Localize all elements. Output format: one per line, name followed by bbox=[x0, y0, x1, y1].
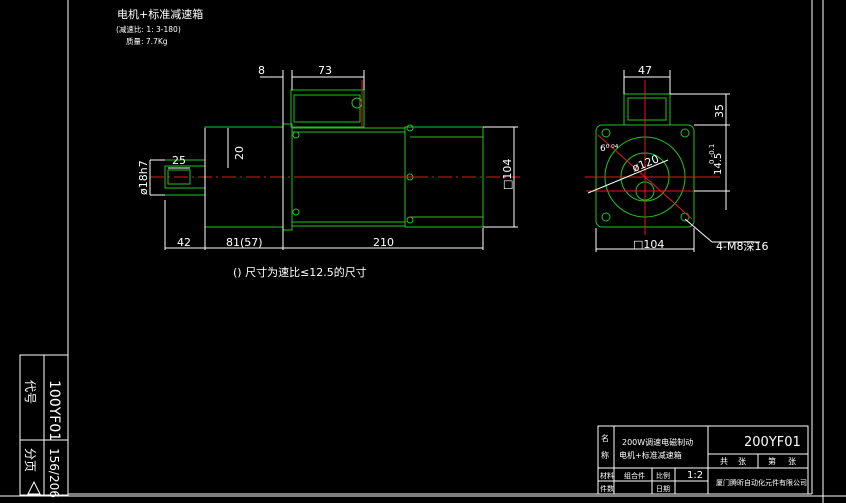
dim-bolt: 4-M8深16 bbox=[716, 240, 768, 253]
left-vertical-strip: 100YF01 代号 156/206 分页 bbox=[19, 354, 69, 498]
title-product-line-2: 电机+标准减速箱 bbox=[619, 450, 682, 460]
title-date-label: 日期 bbox=[656, 485, 670, 493]
dim-square-right: □104 bbox=[501, 159, 514, 190]
ratio-text: (减速比: 1: 3-180) bbox=[116, 24, 181, 34]
dim-right-height: 35 bbox=[713, 104, 726, 118]
dim-top-flange: 8 bbox=[258, 64, 265, 77]
title-page-label: 第 bbox=[768, 456, 776, 466]
title-name-label-1: 名 bbox=[601, 433, 609, 443]
left-strip-model: 100YF01 bbox=[46, 380, 62, 441]
title-company: 厦门腾昕自动化元件有限公司 bbox=[716, 478, 807, 487]
dimension-note: () 尺寸为速比≤12.5的尺寸 bbox=[233, 265, 367, 279]
title-scale-value: 1:2 bbox=[687, 470, 703, 481]
title-name-label-2: 称 bbox=[601, 450, 609, 460]
drawing-title: 电机+标准减速箱 bbox=[117, 7, 203, 21]
weight-text: 质量: 7.7Kg bbox=[126, 36, 168, 46]
title-material-label: 材料 bbox=[600, 471, 614, 480]
side-view bbox=[149, 70, 520, 250]
title-page-word: 张 bbox=[788, 457, 796, 466]
title-drawing-label: 件数 bbox=[600, 484, 614, 493]
left-strip-code-label: 代号 bbox=[23, 380, 37, 404]
title-sheet-word: 张 bbox=[738, 457, 746, 466]
dim-key-width: 25 bbox=[172, 154, 186, 167]
dim-offset: 14.5 bbox=[713, 153, 724, 175]
title-scale-label: 比例 bbox=[656, 471, 670, 480]
dim-square-bottom: □104 bbox=[633, 238, 664, 251]
title-assembly-label: 组合件 bbox=[624, 471, 645, 480]
left-strip-sub-label: 分页 bbox=[23, 448, 37, 472]
end-view bbox=[585, 70, 760, 252]
dim-shaft-len: 42 bbox=[177, 236, 191, 249]
title-total-label: 共 bbox=[720, 457, 728, 466]
dim-right-width: 47 bbox=[638, 64, 652, 77]
title-model: 200YF01 bbox=[744, 435, 801, 450]
title-product-line-1: 200W调速电磁制动 bbox=[622, 437, 693, 447]
dim-shaft-dia: ø18h7 bbox=[137, 160, 150, 195]
dim-motor-len: 210 bbox=[373, 236, 394, 249]
left-strip-sheet: 156/206 bbox=[47, 448, 61, 498]
dim-tol-left: 6⁰ ⁰⁴ bbox=[600, 144, 619, 154]
dim-key-height: 20 bbox=[233, 146, 246, 160]
title-block bbox=[597, 425, 809, 495]
dim-gear-len: 81(57) bbox=[226, 236, 263, 249]
dim-top-box: 73 bbox=[318, 64, 332, 77]
dim-offset-tol: 0 -0.1 bbox=[708, 144, 716, 164]
corner-arrow-icon bbox=[27, 480, 41, 495]
